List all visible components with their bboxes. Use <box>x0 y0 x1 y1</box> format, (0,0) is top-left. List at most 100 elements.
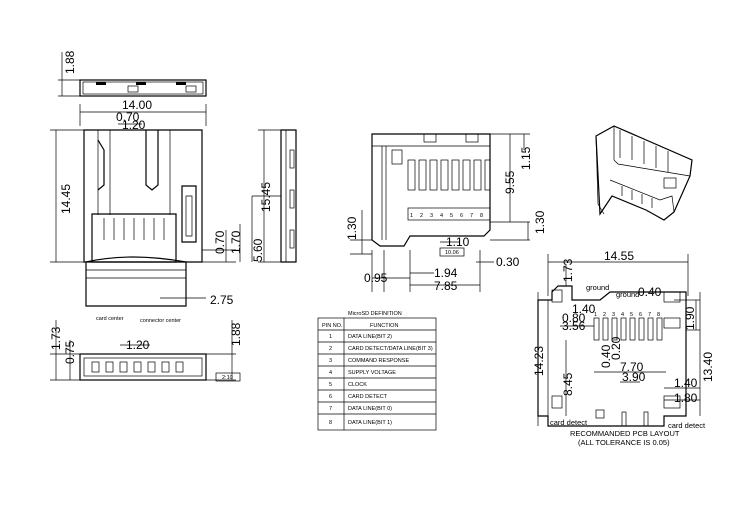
bottom-dim-075: 0.75 <box>63 340 77 364</box>
front-dim-120: 1.20 <box>122 118 146 132</box>
pcb-dim-1455: 14.55 <box>604 249 634 263</box>
right-pin-7: 7 <box>470 213 473 219</box>
pcb-dim-020: 0.20 <box>609 336 623 360</box>
table-row-function: DATA LINE(BIT 1) <box>348 420 392 426</box>
table-row-function: COMMAND RESPONSE <box>348 358 409 364</box>
right-dim-030: 0.30 <box>496 255 520 269</box>
label-connector-center: connector center <box>140 318 181 324</box>
pin-table-frame <box>317 317 437 431</box>
pcb-dim-140a: 1.40 <box>572 302 596 316</box>
pcb-pin-5: 5 <box>630 312 633 318</box>
table-row-function: CLOCK <box>348 382 367 388</box>
pcb-dim-140b: 1.40 <box>674 376 698 390</box>
pcb-dim-1340: 13.40 <box>701 352 715 382</box>
pin-table-header-pin: PIN NO. <box>322 323 343 329</box>
right-pos-label: 10.06 <box>445 250 459 256</box>
front-spring-left <box>97 139 105 191</box>
pcb-dim-845: 8.45 <box>561 372 575 396</box>
table-row-pin: 3 <box>329 358 332 364</box>
top-view-slot <box>127 85 139 93</box>
top-view-tab <box>176 82 186 85</box>
pcb-title-line1: RECOMMANDED PCB LAYOUT <box>570 429 680 438</box>
right-dim-955: 9.55 <box>503 170 517 194</box>
pcb-label-ground-left: ground <box>586 283 609 292</box>
pcb-pin-3: 3 <box>612 312 615 318</box>
table-row-pin: 1 <box>329 334 332 340</box>
top-view-body <box>79 79 207 97</box>
side-dim-1545: 15.45 <box>259 182 273 212</box>
pin-table: MicroSD DEFINITION PIN NO. FUNCTION 1 DA… <box>317 311 437 431</box>
bottom-view: 1.73 0.75 1.20 1.88 2:10 <box>49 320 243 382</box>
right-pin-8: 8 <box>480 213 483 219</box>
table-row-function: CARD DETECT/DATA LINE(BIT 3) <box>348 346 433 352</box>
right-pin-6: 6 <box>460 213 463 219</box>
side-dim-560: 5.60 <box>251 238 265 262</box>
front-view: 14.00 0.70 1.20 14.45 0.70 <box>50 98 243 324</box>
pcb-dim-390: 3.90 <box>622 370 646 384</box>
front-height-dim: 14.45 <box>59 184 73 214</box>
right-dim-115: 1.15 <box>519 146 533 170</box>
front-spring-mid <box>145 130 159 191</box>
right-dim-095: 0.95 <box>364 271 388 285</box>
pcb-pin-4: 4 <box>621 312 624 318</box>
right-dim-110: 1.10 <box>446 235 470 249</box>
pcb-label-card-detect-right: card detect <box>668 421 706 430</box>
table-row-function: DATA LINE(BIT 0) <box>348 406 392 412</box>
isometric-view <box>595 125 693 221</box>
right-pin-1: 1 <box>410 213 413 219</box>
pcb-dim-040b: 0.40 <box>599 344 613 368</box>
pcb-pin-1: 1 <box>594 312 597 318</box>
front-contact-area <box>91 213 177 263</box>
table-row-function: CARD DETECT <box>348 394 388 400</box>
bottom-scale-label: 2:10 <box>222 375 233 381</box>
pcb-dim-356: 3.56 <box>562 319 586 333</box>
bottom-view-body <box>79 353 207 381</box>
iso-body <box>595 125 693 221</box>
front-dim-275: 2.75 <box>210 293 234 307</box>
table-row-pin: 7 <box>329 406 332 412</box>
pcb-label-ground-right: ground <box>616 290 639 299</box>
pcb-pin-7: 7 <box>648 312 651 318</box>
right-pin-5: 5 <box>450 213 453 219</box>
front-dim-070b: 0.70 <box>213 230 227 254</box>
front-card-region <box>85 256 187 307</box>
front-dim-170: 1.70 <box>229 230 243 254</box>
right-pin-2: 2 <box>420 213 423 219</box>
top-view: 1.88 <box>58 50 207 97</box>
label-card-center: card center <box>96 316 124 322</box>
front-width-dim: 14.00 <box>122 98 152 112</box>
pcb-dim-173: 1.73 <box>561 258 575 282</box>
table-row-function: SUPPLY VOLTAGE <box>348 370 396 376</box>
right-dim-130-right: 1.30 <box>533 210 547 234</box>
bottom-dim-120: 1.20 <box>126 338 150 352</box>
pcb-pin-2: 2 <box>603 312 606 318</box>
top-view-height-dim: 1.88 <box>63 50 77 74</box>
right-dim-130-left: 1.30 <box>345 216 359 240</box>
pcb-dim-770: 7.70 <box>620 360 644 374</box>
side-view: 15.45 5.60 <box>251 129 297 263</box>
table-row-pin: 5 <box>329 382 332 388</box>
pin-table-title: MicroSD DEFINITION <box>348 311 402 317</box>
pcb-dim-180: 1.80 <box>674 391 698 405</box>
table-row-pin: 6 <box>329 394 332 400</box>
right-pin-3: 3 <box>430 213 433 219</box>
bottom-dim-188: 1.88 <box>229 322 243 346</box>
pcb-pin-6: 6 <box>639 312 642 318</box>
side-body <box>280 129 297 263</box>
bottom-dim-173: 1.73 <box>49 326 63 350</box>
right-dim-785: 7.85 <box>434 279 458 293</box>
table-row-pin: 8 <box>329 420 332 426</box>
right-view-contacts <box>407 159 491 191</box>
front-latch <box>181 185 197 243</box>
pin-table-header-function: FUNCTION <box>370 323 398 329</box>
top-view-tab <box>96 82 106 85</box>
right-dim-194: 1.94 <box>434 266 458 280</box>
table-row-pin: 2 <box>329 346 332 352</box>
front-dim-070: 0.70 <box>116 110 140 124</box>
table-row-function: DATA LINE(BIT 2) <box>348 334 392 340</box>
right-pin-4: 4 <box>440 213 443 219</box>
table-row-pin: 4 <box>329 370 332 376</box>
pcb-pads <box>593 317 663 341</box>
pcb-pin-8: 8 <box>657 312 660 318</box>
